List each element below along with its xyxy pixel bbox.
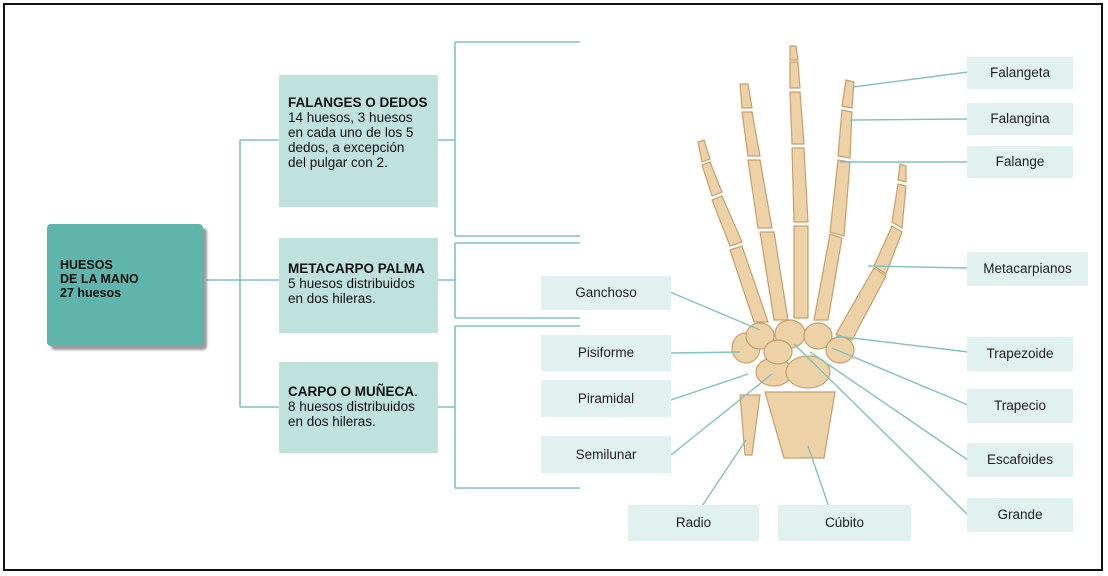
label-semilunar: Semilunar	[541, 436, 671, 473]
label-ganchoso: Ganchoso	[541, 276, 671, 310]
root-line-3: 27 huesos	[60, 286, 122, 300]
category-text-line: en cada uno de los 5	[288, 125, 414, 140]
label-falangeta: Falangeta	[967, 57, 1073, 89]
label-falangina: Falangina	[967, 103, 1073, 135]
category-title: CARPO O MUÑECA	[288, 384, 415, 399]
root-line-2: DE LA MANO	[60, 272, 139, 286]
category-text-line: en dos hileras.	[288, 414, 376, 429]
category-text-line: 5 huesos distribuidos	[288, 276, 415, 291]
category-title-suffix: .	[414, 384, 418, 399]
label-radio: Radio	[628, 505, 759, 541]
hand-skeleton-illustration	[697, 45, 907, 459]
label-grande: Grande	[967, 498, 1073, 532]
diagram-frame	[3, 3, 1103, 571]
category-title: METACARPO PALMA	[288, 261, 425, 276]
root-box-huesos-de-la-mano: HUESOS DE LA MANO 27 huesos	[47, 224, 203, 346]
label-piramidal: Piramidal	[541, 380, 671, 417]
label-cubito: Cúbito	[778, 505, 911, 541]
label-metacarpianos: Metacarpianos	[967, 252, 1088, 286]
category-box-metacarpo: METACARPO PALMA 5 huesos distribuidos en…	[279, 238, 438, 333]
label-escafoides: Escafoides	[967, 443, 1073, 477]
category-box-falanges: FALANGES O DEDOS 14 huesos, 3 huesos en …	[279, 75, 438, 207]
category-text-line: dedos, a excepción	[288, 140, 405, 155]
category-text-line: en dos hileras.	[288, 291, 376, 306]
label-pisiforme: Pisiforme	[541, 335, 671, 371]
category-text-line: 14 huesos, 3 huesos	[288, 110, 413, 125]
label-trapezoide: Trapezoide	[967, 337, 1073, 371]
root-line-1: HUESOS	[60, 258, 113, 272]
label-falange: Falange	[967, 146, 1073, 178]
category-box-carpo: CARPO O MUÑECA. 8 huesos distribuidos en…	[279, 362, 438, 453]
label-trapecio: Trapecio	[967, 389, 1073, 423]
category-text-line: del pulgar con 2.	[288, 155, 388, 170]
category-title: FALANGES O DEDOS	[288, 95, 428, 110]
category-text-line: 8 huesos distribuidos	[288, 399, 415, 414]
